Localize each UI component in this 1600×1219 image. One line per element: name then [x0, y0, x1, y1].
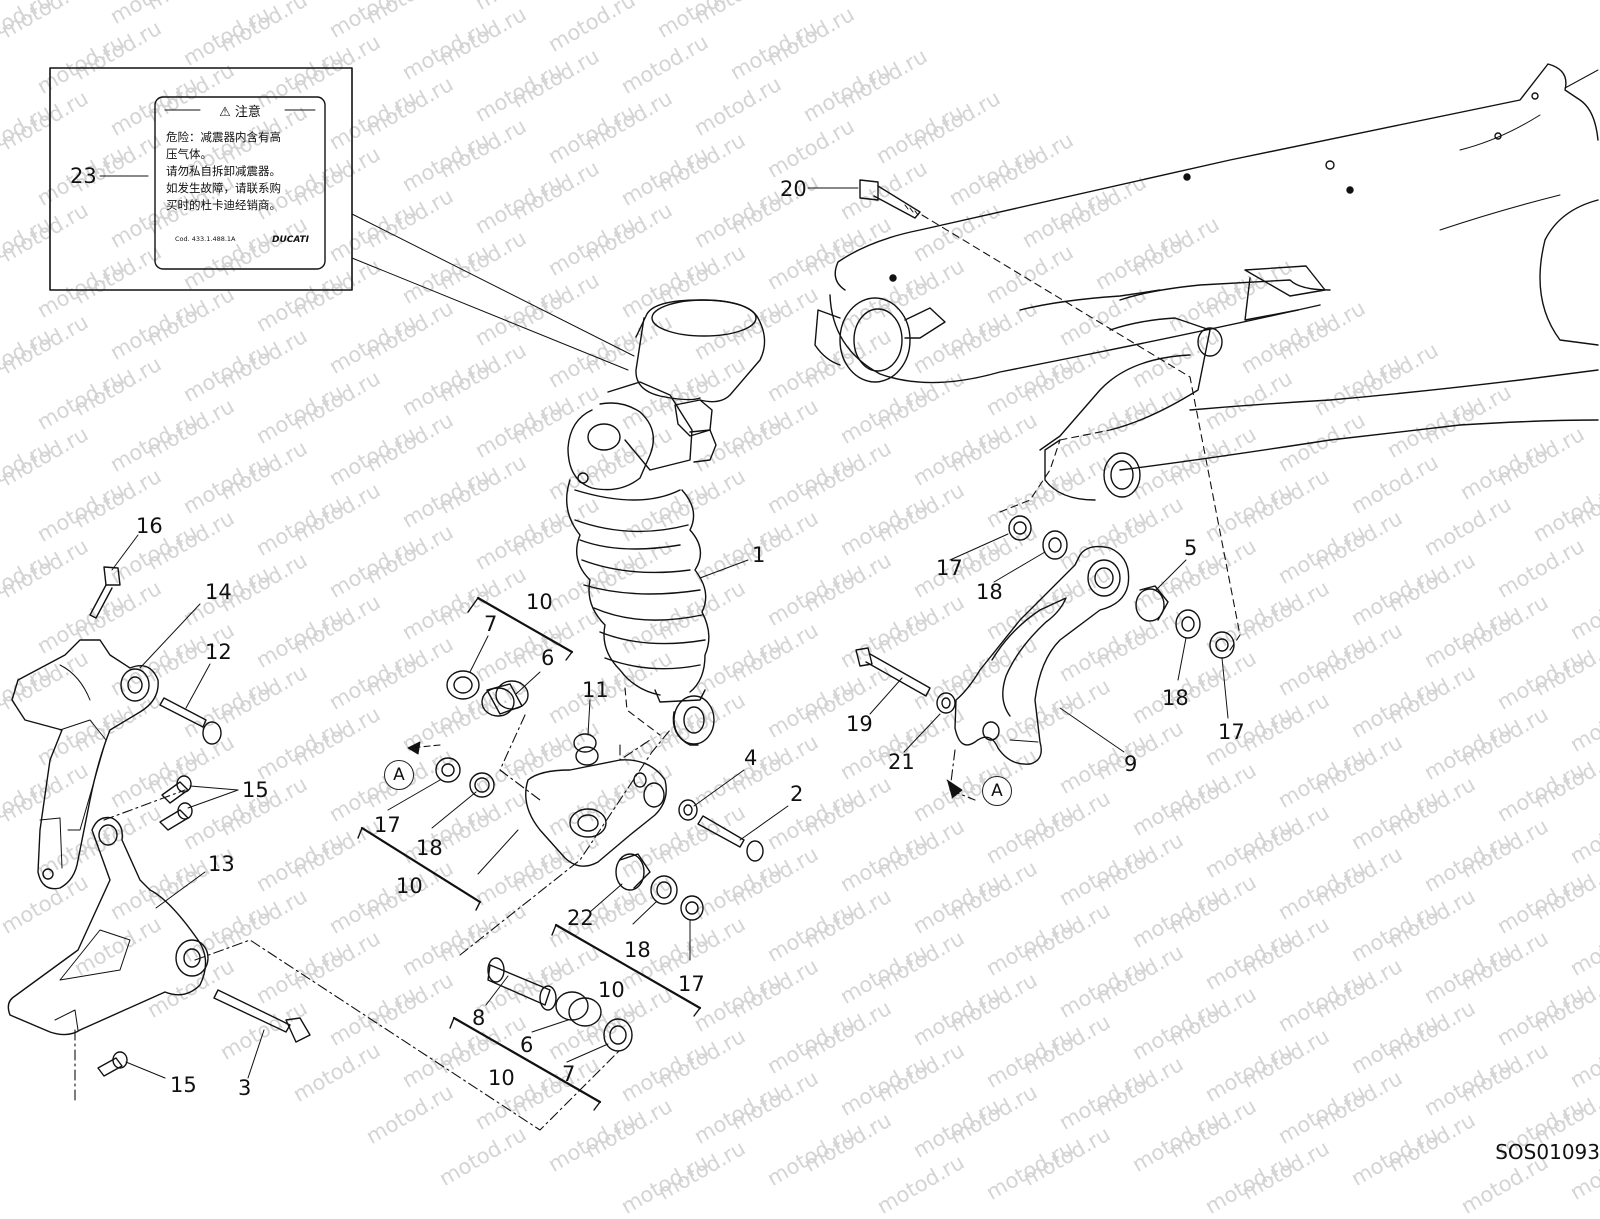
callout-9: 9: [1124, 752, 1138, 776]
sticker-line-2: 压气体。: [166, 147, 212, 161]
callout-23: 23: [70, 164, 97, 188]
sticker-brand-logo: DUCATI: [272, 235, 309, 245]
washer-17-right-top: [1008, 515, 1032, 541]
callout-1: 1: [752, 543, 766, 567]
sticker-code: Cod. 433.1.488.1A: [175, 235, 236, 243]
callout-6-upper: 6: [541, 646, 555, 670]
bolt-15-lower: [97, 1051, 128, 1077]
callout-21: 21: [888, 750, 915, 774]
callout-12: 12: [205, 640, 232, 664]
shock-absorber: [566, 299, 766, 746]
sticker-line-5: 买时的杜卡迪经销商。: [166, 198, 281, 212]
callout-17-left: 17: [374, 813, 401, 837]
warning-sticker: [154, 96, 326, 270]
callout-10-lower: 10: [598, 978, 625, 1002]
callout-6-lower: 6: [520, 1033, 534, 1057]
diagram-code: SOS01093: [1495, 1140, 1600, 1164]
label-inset-frame: [49, 67, 353, 291]
footrest-bracket-13: [7, 816, 209, 1036]
callout-20: 20: [780, 177, 807, 201]
sticker-line-3: 请勿私自拆卸减震器。: [166, 164, 281, 178]
callout-15-pair: 15: [242, 778, 269, 802]
sticker-line-4: 如发生故障，请联系购: [166, 181, 281, 195]
callout-22: 22: [567, 906, 594, 930]
callout-8: 8: [472, 1006, 486, 1030]
reference-mark-a-right: A: [982, 776, 1012, 806]
spacer-11: [573, 733, 599, 766]
callout-10-bottom: 10: [488, 1066, 515, 1090]
washer-17-lower: [680, 895, 704, 921]
callout-18-lower: 18: [624, 938, 651, 962]
callout-18-right-top: 18: [976, 580, 1003, 604]
bolt-2: [697, 815, 764, 862]
callout-17-right-low: 17: [1218, 720, 1245, 744]
washer-4: [678, 799, 698, 821]
callout-10-left: 10: [396, 874, 423, 898]
callout-18-left: 18: [416, 836, 443, 860]
link-rod-9: [954, 545, 1130, 765]
washer-18-right-low: [1175, 609, 1201, 639]
sticker-line-1: 危险：减震器内含有高: [166, 130, 281, 144]
footrest-bracket-14: [11, 639, 159, 890]
callout-7-upper: 7: [484, 612, 498, 636]
washer-18-left: [469, 772, 495, 798]
sticker-title: ⚠ 注意: [219, 105, 261, 120]
bolt-16: [89, 566, 121, 619]
washer-18-right-top: [1042, 530, 1068, 560]
callout-4: 4: [744, 746, 758, 770]
bolt-3: [213, 989, 311, 1043]
rocker-linkage: [525, 759, 667, 867]
callout-18-right-low: 18: [1162, 686, 1189, 710]
callout-2: 2: [790, 782, 804, 806]
bolts-15: [159, 775, 193, 831]
callout-17-lower: 17: [678, 972, 705, 996]
bolt-19: [855, 647, 931, 697]
bushing-5: [1135, 585, 1169, 622]
washer-21: [936, 692, 956, 714]
callout-10-upper: 10: [526, 590, 553, 614]
bolt-20: [859, 179, 921, 219]
seal-7-lower: [603, 1018, 633, 1052]
callout-5: 5: [1184, 536, 1198, 560]
callout-16: 16: [136, 514, 163, 538]
callout-19: 19: [846, 712, 873, 736]
callout-14: 14: [205, 580, 232, 604]
washer-18-lower: [650, 875, 678, 905]
callout-15-lower: 15: [170, 1073, 197, 1097]
bolt-12: [159, 697, 222, 745]
seal-7-upper: [446, 670, 480, 700]
callout-3: 3: [238, 1076, 252, 1100]
reference-mark-a-left: A: [384, 760, 414, 790]
bushing-6-lower: [555, 991, 602, 1027]
pin-8: [487, 957, 557, 1011]
callout-13: 13: [208, 852, 235, 876]
callout-17-right-top: 17: [936, 556, 963, 580]
callout-11: 11: [582, 678, 609, 702]
swingarm: [814, 63, 1599, 501]
bushing-22: [615, 853, 651, 891]
washer-17-left: [435, 757, 461, 783]
washer-17-right-low: [1209, 631, 1235, 659]
sticker-body: 危险：减震器内含有高 压气体。 请勿私自拆卸减震器。 如发生故障，请联系购 买时…: [166, 129, 281, 214]
warning-sticker-text: ⚠ 注意 危险：减震器内含有高 压气体。 请勿私自拆卸减震器。 如发生故障，请联…: [155, 97, 325, 269]
callout-7-lower: 7: [562, 1062, 576, 1086]
bushing-6-upper: [481, 680, 529, 717]
